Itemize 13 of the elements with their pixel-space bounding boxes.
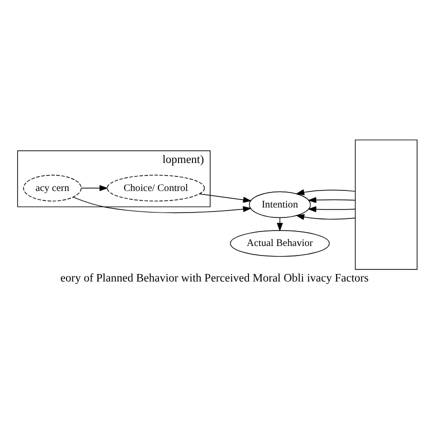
arrow bbox=[80, 185, 108, 192]
node-ellipse: Choice/ Control bbox=[106, 174, 204, 202]
caption: eory of Planned Behavior with Perceived Moral Obli ivacy Factors bbox=[60, 272, 368, 284]
arrow bbox=[307, 197, 356, 204]
node-ellipse: Intention bbox=[248, 191, 310, 218]
arrow bbox=[295, 214, 355, 220]
node-ellipse: Actual Behavior bbox=[230, 230, 330, 257]
node-box bbox=[354, 140, 417, 270]
arrow bbox=[72, 196, 252, 214]
arrow bbox=[198, 194, 252, 203]
arrow bbox=[307, 206, 356, 212]
arrow bbox=[295, 189, 355, 196]
node-ellipse: acy cern bbox=[22, 174, 82, 202]
